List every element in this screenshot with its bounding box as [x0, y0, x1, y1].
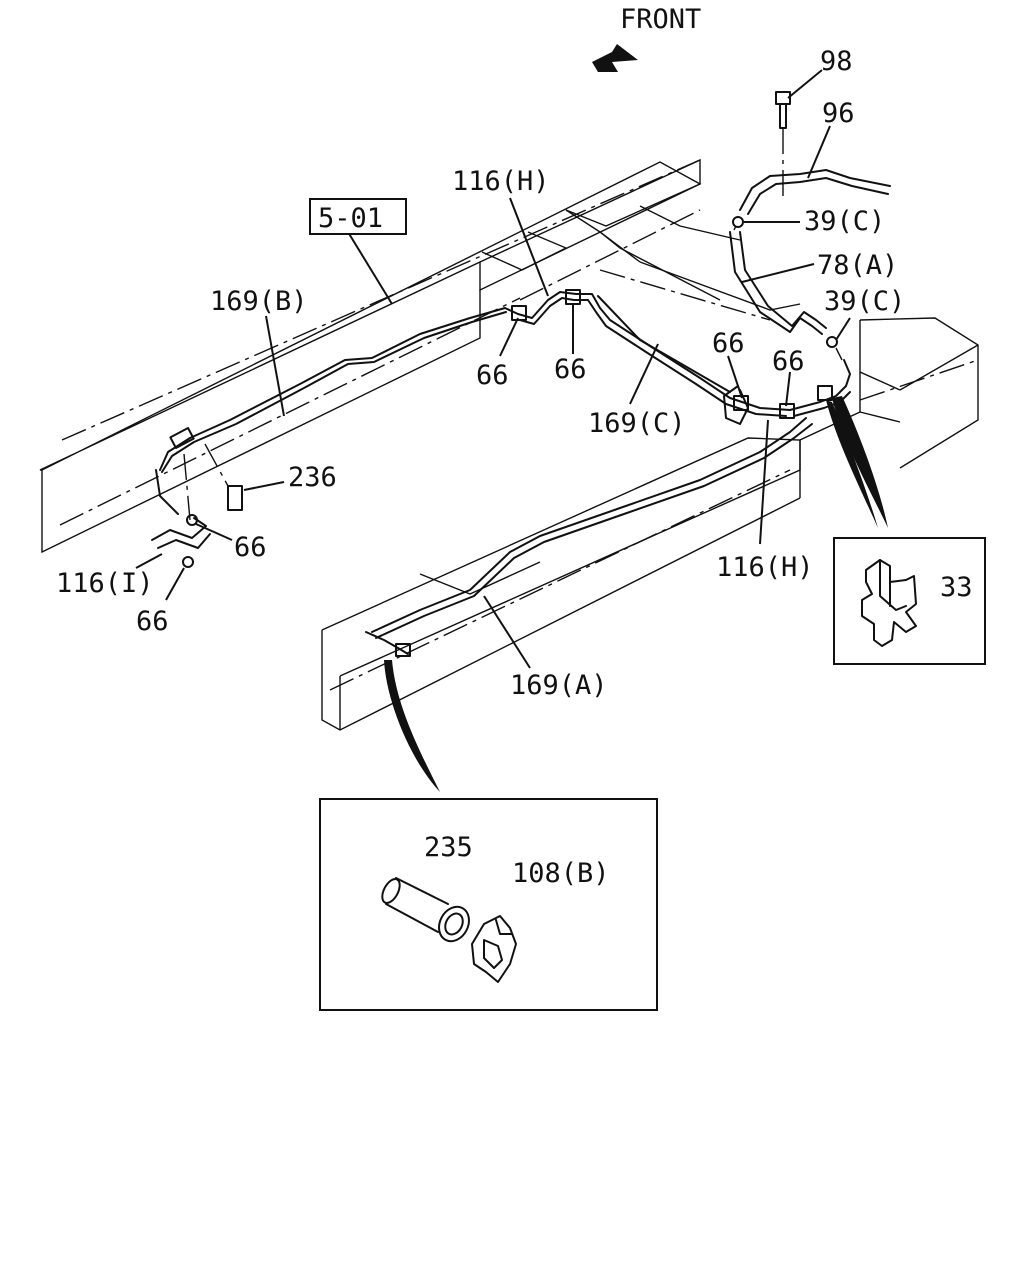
callout-236: 236	[288, 462, 337, 493]
callout-66-f: 66	[136, 606, 169, 637]
callout-33: 33	[940, 572, 973, 603]
callout-235: 235	[424, 832, 473, 863]
callout-39c-lower: 39(C)	[824, 286, 905, 317]
front-label: FRONT	[620, 4, 701, 35]
guide-line	[204, 443, 229, 487]
callout-169b: 169(B)	[210, 286, 308, 317]
callout-96: 96	[822, 98, 855, 129]
callout-108b: 108(B)	[512, 858, 610, 889]
callout-66-c: 66	[712, 328, 745, 359]
callout-39c-upper: 39(C)	[804, 206, 885, 237]
callout-116h-lower: 116(H)	[716, 552, 814, 583]
callout-116i: 116(I)	[56, 568, 154, 599]
pipe-fittings	[169, 91, 838, 657]
callout-169c: 169(C)	[588, 408, 686, 439]
reference-box-label: 5-01	[318, 203, 383, 234]
detail-pointer	[832, 396, 888, 528]
callout-66-a: 66	[476, 360, 509, 391]
detail-pointer	[826, 400, 878, 528]
detail-box-235	[319, 798, 658, 1011]
callout-66-e: 66	[234, 532, 267, 563]
guide-line	[835, 347, 843, 361]
frame-rail-upper	[39, 158, 979, 554]
detail-pointer	[384, 660, 440, 792]
brake-pipes	[151, 169, 891, 639]
front-arrow-icon	[592, 44, 638, 72]
callout-78a: 78(A)	[817, 250, 898, 281]
callout-169a: 169(A)	[510, 670, 608, 701]
callout-116h-upper: 116(H)	[452, 166, 550, 197]
detail-box-33	[833, 537, 986, 665]
reference-box	[309, 198, 407, 235]
callout-98: 98	[820, 46, 853, 77]
guide-line	[183, 453, 191, 521]
callout-66-b: 66	[554, 354, 587, 385]
callout-66-d: 66	[772, 346, 805, 377]
guide-line	[733, 225, 737, 231]
